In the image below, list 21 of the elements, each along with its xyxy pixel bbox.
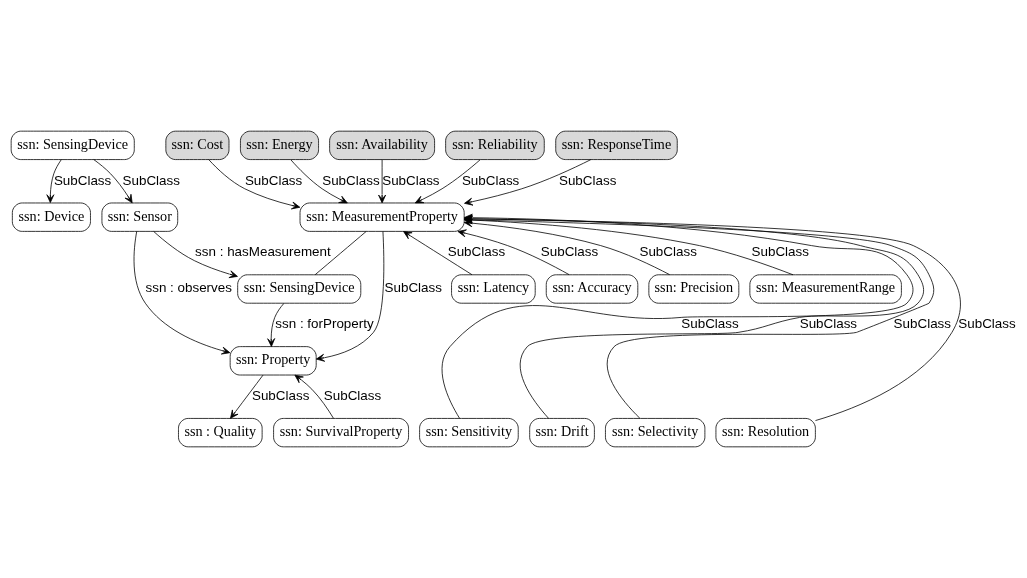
edge-label: ssn : forProperty: [275, 316, 374, 332]
edge-label: SubClass: [751, 244, 809, 260]
edge-label: SubClass: [251, 387, 310, 403]
edge-label: SubClass: [122, 172, 180, 188]
edge-label: SubClass: [799, 316, 858, 332]
edge-label: SubClass: [461, 172, 520, 188]
edge-label: SubClass: [244, 172, 303, 188]
edge-label: SubClass: [323, 387, 382, 403]
edge-label: SubClass: [322, 172, 380, 188]
edge-label: SubClass: [681, 316, 739, 332]
edge-label: SubClass: [447, 244, 506, 260]
edge-label: SubClass: [893, 316, 952, 332]
edge-label: SubClass: [382, 172, 440, 188]
edge-label: SubClass: [958, 316, 1016, 332]
edge-label: ssn : hasMeasurement: [195, 244, 331, 260]
edge-label: SubClass: [540, 244, 599, 260]
edge-label: SubClass: [639, 244, 697, 260]
edge-label: ssn : observes: [145, 280, 232, 296]
edge-label: SubClass: [384, 280, 442, 296]
edge-label: SubClass: [53, 172, 112, 188]
edge-label: SubClass: [558, 172, 617, 188]
